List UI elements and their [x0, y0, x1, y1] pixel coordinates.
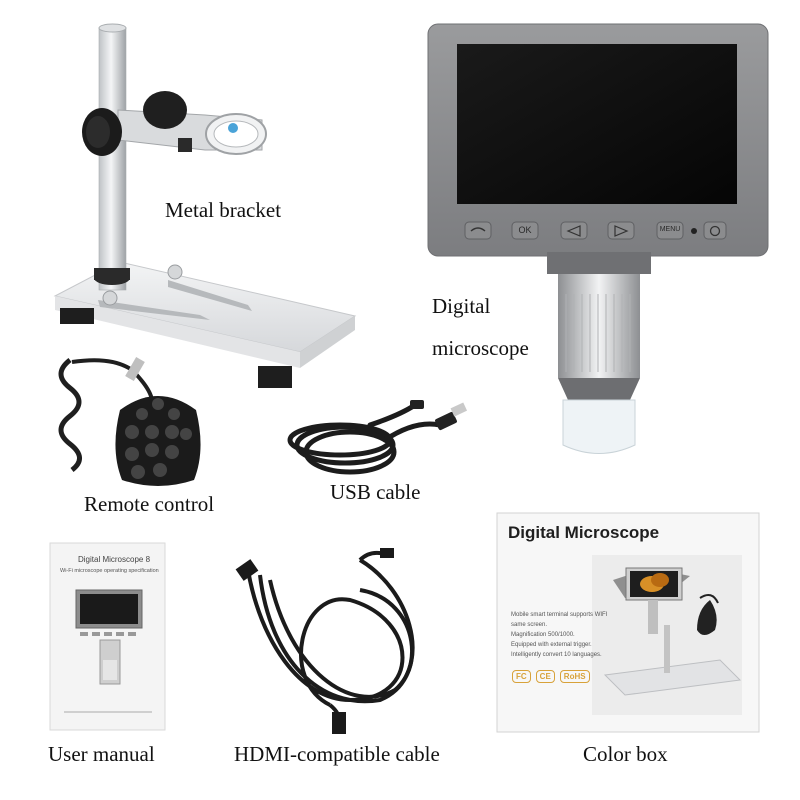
monitor-ok-button-label: OK	[518, 225, 532, 235]
caption-digital-microscope-line1: Digital	[432, 294, 491, 318]
rohs-mark: RoHS	[559, 670, 590, 683]
manual-subtitle: Wi-Fi microscope operating specification	[60, 568, 159, 574]
box-features: Mobile smart terminal supports WIFI same…	[511, 610, 607, 660]
box-feature-line: Intelligently convert 10 languages.	[511, 652, 602, 658]
caption-user-manual: User manual	[48, 742, 155, 766]
box-feature-line: Equipped with external trigger.	[511, 642, 592, 648]
caption-metal-bracket: Metal bracket	[165, 198, 282, 222]
fc-mark: FC	[512, 670, 531, 683]
caption-usb-cable: USB cable	[330, 480, 421, 504]
box-feature-line: Mobile smart terminal supports WIFI	[511, 612, 608, 618]
ce-mark: CE	[535, 670, 555, 683]
caption-color-box: Color box	[583, 742, 668, 766]
caption-remote-control: Remote control	[84, 492, 215, 516]
box-title: Digital Microscope	[508, 523, 660, 542]
monitor-menu-button-label: MENU	[659, 226, 681, 233]
box-feature-line: same screen.	[511, 622, 548, 628]
manual-title: Digital Microscope 8	[78, 555, 151, 564]
box-feature-line: Magnification 500/1000.	[511, 632, 575, 638]
caption-hdmi-cable: HDMI-compatible cable	[234, 742, 440, 766]
box-cert-marks: FC CE RoHS	[512, 670, 590, 683]
caption-digital-microscope-line2: microscope	[432, 336, 529, 360]
